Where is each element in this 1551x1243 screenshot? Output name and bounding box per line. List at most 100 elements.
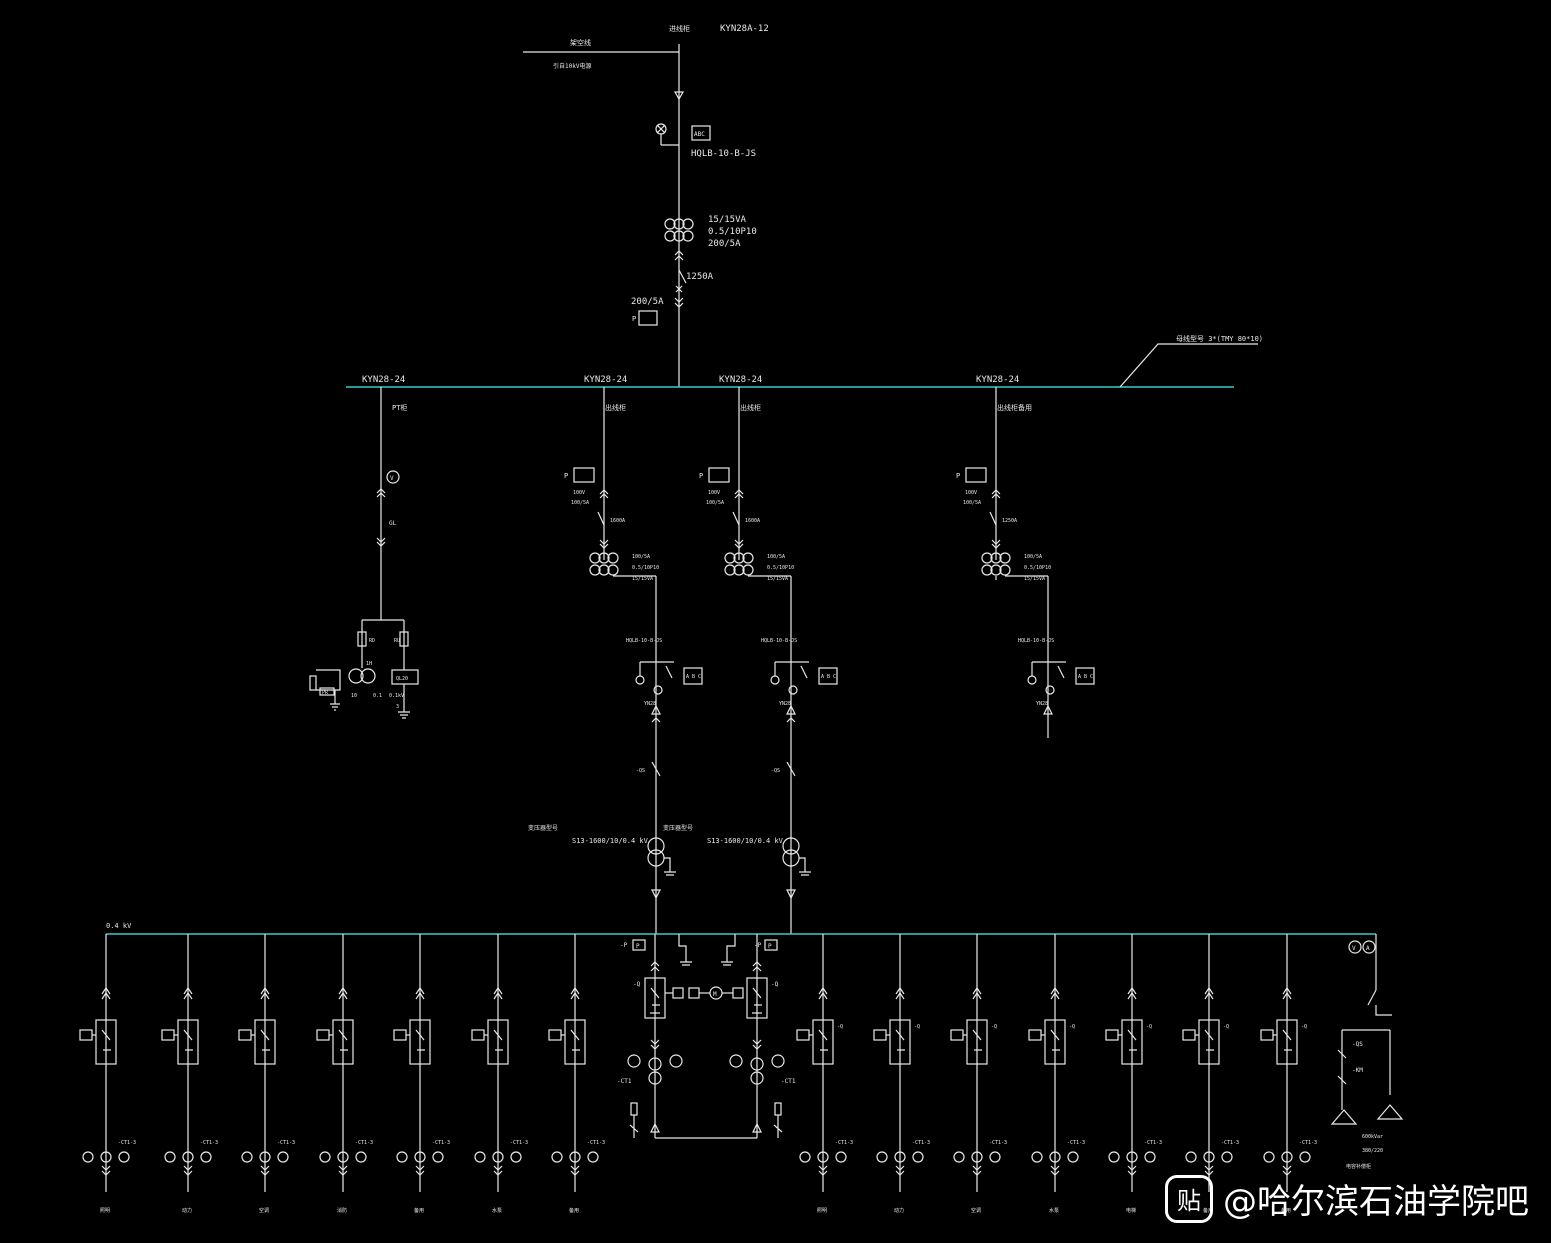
source-line-label: 架空线 bbox=[570, 38, 591, 47]
lv-busbar: 0.4 kV bbox=[106, 922, 1376, 935]
svg-text:0.5/10P10: 0.5/10P10 bbox=[767, 565, 794, 571]
feeder-ct-label: -CT1-3 bbox=[1221, 1140, 1239, 1146]
svg-text:A B C: A B C bbox=[821, 674, 836, 680]
svg-text:-Q: -Q bbox=[1301, 1024, 1307, 1030]
hv-feeder-f1: KYN28-24出线柜P100V100/5A1600A100/5A0.5/10P… bbox=[528, 375, 703, 934]
pt-panel-meter: V bbox=[390, 475, 394, 482]
feeder-ct-label: -CT1-3 bbox=[118, 1140, 136, 1146]
incoming-ct-spec-2: 0.5/10P10 bbox=[708, 227, 757, 237]
feeder-ct-label: -CT1-3 bbox=[510, 1140, 528, 1146]
feeder-name: 水泵 bbox=[1049, 1207, 1059, 1214]
svg-text:100/5A: 100/5A bbox=[632, 554, 650, 560]
svg-text:1H: 1H bbox=[366, 661, 372, 667]
incoming-meter-p: P bbox=[632, 315, 636, 323]
svg-text:0.1: 0.1 bbox=[373, 693, 382, 699]
svg-text:100/5A: 100/5A bbox=[706, 500, 724, 506]
svg-text:YN28: YN28 bbox=[644, 701, 656, 707]
svg-text:HQLB-10-B-JS: HQLB-10-B-JS bbox=[1018, 638, 1054, 644]
incoming-ct-spec-3: 200/5A bbox=[708, 239, 741, 249]
hv-feeder-sp: KYN28-24出线柜备用P100V100/5A1250A100/5A0.5/1… bbox=[956, 375, 1095, 738]
lv-feeder-12: -Q -CT1-3 电梯 bbox=[1105, 934, 1162, 1214]
tieba-logo-icon: 贴 bbox=[1165, 1174, 1213, 1223]
svg-text:10: 10 bbox=[351, 693, 357, 699]
svg-text:-CT1: -CT1 bbox=[781, 1078, 796, 1085]
pt-panel-name: PT柜 bbox=[392, 403, 407, 412]
svg-text:1600A: 1600A bbox=[610, 518, 625, 524]
lv-feeder-13: -Q-CT1-3备用 bbox=[1182, 934, 1239, 1214]
feeder-ct-label: -CT1-3 bbox=[1144, 1140, 1162, 1146]
feeder-name: 动力 bbox=[182, 1207, 192, 1214]
svg-text:15/15VA: 15/15VA bbox=[1024, 576, 1045, 582]
svg-text:0.1kV: 0.1kV bbox=[389, 693, 404, 699]
feeder-name: 照明 bbox=[817, 1208, 827, 1214]
feeder-name: 水泵 bbox=[492, 1207, 502, 1214]
svg-text:15/15VA: 15/15VA bbox=[632, 576, 653, 582]
meter-p: P bbox=[956, 472, 960, 480]
svg-text:变压器型号: 变压器型号 bbox=[528, 824, 558, 832]
feeder-name: 消防 bbox=[337, 1207, 347, 1214]
incoming-meter-ct: HQLB-10-B-JS bbox=[691, 149, 756, 159]
svg-text:RU: RU bbox=[394, 638, 400, 644]
lv-feeder-9: -Q-CT1-3动力 bbox=[873, 934, 930, 1214]
feeder-name: 空调 bbox=[259, 1207, 269, 1214]
cabinet-label: KYN28-24 bbox=[976, 375, 1019, 385]
panel-name: 出线柜备用 bbox=[997, 403, 1032, 412]
svg-text:-KM: -KM bbox=[1352, 1067, 1363, 1074]
svg-text:1250A: 1250A bbox=[1002, 518, 1017, 524]
feeder-name: 动力 bbox=[894, 1207, 904, 1214]
svg-text:600kVar: 600kVar bbox=[1362, 1134, 1383, 1140]
feeder-ct-label: -CT1-3 bbox=[355, 1140, 373, 1146]
feeder-name: 空调 bbox=[971, 1207, 981, 1214]
feeder-ct-label: -CT1-3 bbox=[835, 1140, 853, 1146]
svg-text:100V: 100V bbox=[965, 490, 977, 496]
pt-panel-cabinet: KYN28-24 bbox=[362, 375, 405, 385]
svg-text:-Q: -Q bbox=[633, 981, 641, 988]
svg-text:电容补偿柜: 电容补偿柜 bbox=[1346, 1163, 1371, 1170]
svg-text:S13-1600/10/0.4 kV: S13-1600/10/0.4 kV bbox=[572, 837, 649, 845]
svg-text:0.5/10P10: 0.5/10P10 bbox=[1024, 565, 1051, 571]
hv-feeder-panels: KYN28-24 出线柜 P 100V 100/5A 1600A 100/5A 0.5/10P… bbox=[528, 375, 1095, 934]
lv-feeder-14: -Q-CT1-3备用 bbox=[1260, 934, 1317, 1214]
lv-feeder-7: -CT1-3备用 bbox=[548, 934, 605, 1214]
svg-text:-QS: -QS bbox=[771, 768, 780, 774]
svg-text:100V: 100V bbox=[573, 490, 585, 496]
feeder-ct-label: -CT1-3 bbox=[277, 1140, 295, 1146]
hv-busbar: 母线型号 3*(TMY 80*10) bbox=[346, 334, 1263, 388]
svg-text:QL20: QL20 bbox=[396, 676, 408, 682]
svg-text:P: P bbox=[636, 943, 640, 950]
svg-text:YN28: YN28 bbox=[1036, 701, 1048, 707]
svg-text:V: V bbox=[1352, 945, 1356, 952]
svg-text:100/5A: 100/5A bbox=[571, 500, 589, 506]
lv-feeder-2: -CT1-3动力 bbox=[161, 934, 218, 1214]
svg-text:-Q: -Q bbox=[991, 1024, 997, 1030]
feeder-ct-label: -CT1-3 bbox=[989, 1140, 1007, 1146]
svg-text:100/5A: 100/5A bbox=[1024, 554, 1042, 560]
lv-feeder-1: -CT1-3照明 bbox=[79, 934, 136, 1214]
feeder-ct-label: -CT1-3 bbox=[912, 1140, 930, 1146]
meter-p: P bbox=[699, 472, 703, 480]
svg-text:-QS: -QS bbox=[636, 768, 645, 774]
hv-busbar-label: 母线型号 3*(TMY 80*10) bbox=[1176, 334, 1263, 343]
svg-text:HQLB-10-B-JS: HQLB-10-B-JS bbox=[761, 638, 797, 644]
feeder-name: 电梯 bbox=[1126, 1207, 1136, 1214]
svg-text:-Q: -Q bbox=[1223, 1024, 1229, 1030]
pt-panel-fuse: GL bbox=[389, 520, 397, 527]
panel-name: 出线柜 bbox=[605, 403, 626, 412]
svg-text:A B C: A B C bbox=[686, 674, 701, 680]
lv-feeder-4: -CT1-3 消防 bbox=[316, 934, 373, 1214]
svg-text:0.5/10P10: 0.5/10P10 bbox=[632, 565, 659, 571]
lv-feeder-5: -CT1-3备用 bbox=[393, 934, 450, 1214]
svg-text:-CT1: -CT1 bbox=[617, 1078, 632, 1085]
svg-text:-Q: -Q bbox=[1146, 1024, 1152, 1030]
svg-text:RD: RD bbox=[369, 638, 375, 644]
svg-text:-P: -P bbox=[620, 942, 628, 949]
lv-feeder-8: -Q-CT1-3照明 bbox=[796, 934, 853, 1214]
lv-feeder-11: -Q-CT1-3水泵 bbox=[1028, 934, 1085, 1214]
svg-text:变压器型号: 变压器型号 bbox=[663, 824, 693, 832]
svg-text:-Q: -Q bbox=[771, 981, 779, 988]
feeder-ct-label: -CT1-3 bbox=[1299, 1140, 1317, 1146]
incoming-ct-group bbox=[664, 218, 694, 242]
svg-text:PR: PR bbox=[322, 690, 329, 696]
feeder-name: 备用 bbox=[414, 1207, 424, 1214]
